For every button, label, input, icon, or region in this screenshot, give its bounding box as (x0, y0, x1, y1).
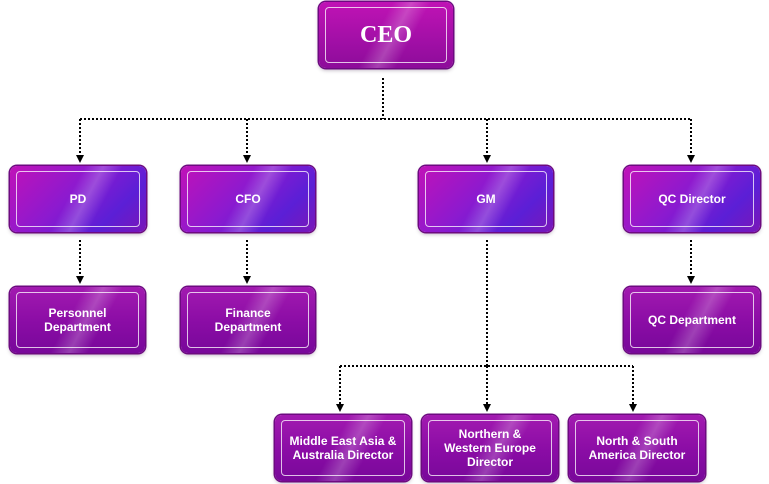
qc-director-node[interactable]: QC Director (624, 166, 760, 232)
cfo-label: CFO (235, 192, 261, 206)
ceo-label: CEO (359, 22, 412, 48)
north-south-america-director-label: North & South America Director (588, 434, 686, 462)
qc-director-label: QC Director (658, 192, 726, 206)
finance-department-label: Finance Department (214, 306, 282, 334)
finance-department-node[interactable]: Finance Department (181, 287, 315, 353)
middle-east-asia-australia-director-node[interactable]: Middle East Asia & Australia Director (275, 415, 411, 481)
qc-department-label: QC Department (647, 313, 736, 327)
personnel-department-label: Personnel Department (44, 306, 111, 334)
middle-east-asia-australia-director-label: Middle East Asia & Australia Director (289, 434, 397, 462)
personnel-department-node[interactable]: Personnel Department (10, 287, 145, 353)
qc-department-node[interactable]: QC Department (624, 287, 760, 353)
pd-label: PD (69, 192, 87, 206)
ceo-node[interactable]: CEO (319, 2, 453, 68)
cfo-node[interactable]: CFO (181, 166, 315, 232)
northern-western-europe-director-label: Northern & Western Europe Director (444, 427, 536, 469)
gm-node[interactable]: GM (419, 166, 553, 232)
northern-western-europe-director-node[interactable]: Northern & Western Europe Director (422, 415, 558, 481)
pd-node[interactable]: PD (10, 166, 146, 232)
north-south-america-director-node[interactable]: North & South America Director (569, 415, 705, 481)
gm-label: GM (476, 192, 496, 206)
